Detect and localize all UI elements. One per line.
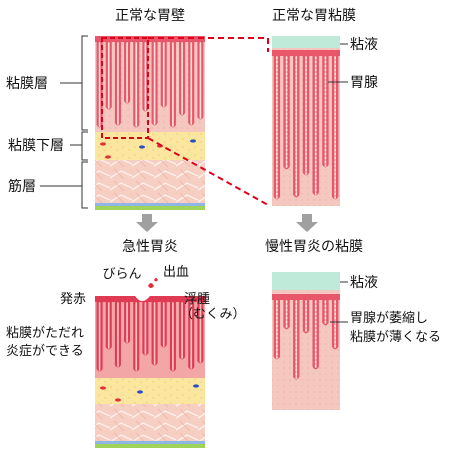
- serosa-blue: [95, 203, 205, 206]
- inflamed-glands: [95, 296, 205, 372]
- mucosa-surface: [272, 50, 340, 56]
- zoom-connector: [147, 37, 269, 206]
- arrow-down-icon: [136, 214, 158, 232]
- label-submucosa-layer: 粘膜下層: [8, 138, 64, 154]
- layer-brackets: [40, 35, 88, 209]
- label-erosion: びらん: [102, 267, 141, 282]
- label-redness: 発赤: [60, 292, 86, 307]
- chronic-gastritis-figure: 慢性胃炎の粘膜 粘液 胃腺が萎縮し 粘膜が薄くなる: [265, 238, 441, 410]
- serosa-blue: [95, 441, 205, 444]
- blood-vessel-red: [100, 386, 106, 390]
- blood-vessel-blue: [139, 145, 145, 149]
- label-edema-1: 浮腫: [184, 291, 210, 307]
- label-muscle-layer: 筋層: [8, 178, 36, 195]
- blood-vessel-red: [105, 155, 111, 159]
- blood-vessel-blue: [190, 139, 196, 143]
- label-mucosa-layer: 粘膜層: [6, 76, 48, 92]
- arrow-down-icon: [296, 214, 318, 232]
- bleeding-drops: [148, 278, 158, 288]
- gastric-glands: [95, 36, 205, 128]
- down-arrows: [136, 214, 318, 232]
- label-mucus: 粘液: [350, 37, 378, 53]
- label-mucus: 粘液: [350, 275, 378, 291]
- gastric-glands-closeup: [272, 50, 340, 200]
- title-acute-gastritis: 急性胃炎: [122, 239, 178, 255]
- label-inflammation-1: 粘膜がただれ: [6, 326, 84, 341]
- muscle-layer: [95, 404, 205, 442]
- normal-mucosa-figure: 正常な胃粘膜 粘液 胃腺: [272, 8, 378, 206]
- mucosa-surface: [272, 294, 340, 300]
- submucosa-layer: [95, 132, 205, 160]
- acute-gastritis-figure: 急性胃炎 びらん 出血 発赤 浮腫 （むくみ） 粘膜がただれ 炎症ができる: [6, 239, 246, 448]
- label-atrophy-1: 胃腺が萎縮し: [350, 310, 428, 326]
- label-atrophy-2: 粘膜が薄くなる: [350, 330, 441, 345]
- erosion-notch: [135, 296, 150, 301]
- swollen-submucosa: [95, 378, 205, 404]
- title-normal-wall: 正常な胃壁: [115, 8, 185, 24]
- label-edema-2: （むくみ）: [180, 307, 246, 322]
- serosa-green: [95, 444, 205, 448]
- title-chronic-gastritis: 慢性胃炎の粘膜: [265, 238, 363, 255]
- zoom-box: [101, 37, 149, 139]
- mucosa-surface: [95, 296, 205, 302]
- blood-vessel-red: [115, 398, 121, 402]
- blood-vessel-red: [100, 142, 106, 146]
- label-gastric-gland: 胃腺: [350, 75, 378, 91]
- inflamed-mucosa: [95, 296, 205, 378]
- serosa-green: [95, 206, 205, 210]
- label-inflammation-2: 炎症ができる: [6, 344, 84, 359]
- label-bleeding: 出血: [163, 265, 189, 280]
- atrophic-glands: [272, 294, 340, 380]
- mucosa-layer: [95, 36, 205, 132]
- muscle-layer: [95, 160, 205, 204]
- blood-vessel-blue: [137, 390, 143, 394]
- blood-vessel-blue: [193, 384, 199, 388]
- normal-wall-figure: 正常な胃壁 粘膜層 粘膜下層 筋層: [6, 8, 205, 210]
- title-normal-mucosa: 正常な胃粘膜: [272, 8, 356, 24]
